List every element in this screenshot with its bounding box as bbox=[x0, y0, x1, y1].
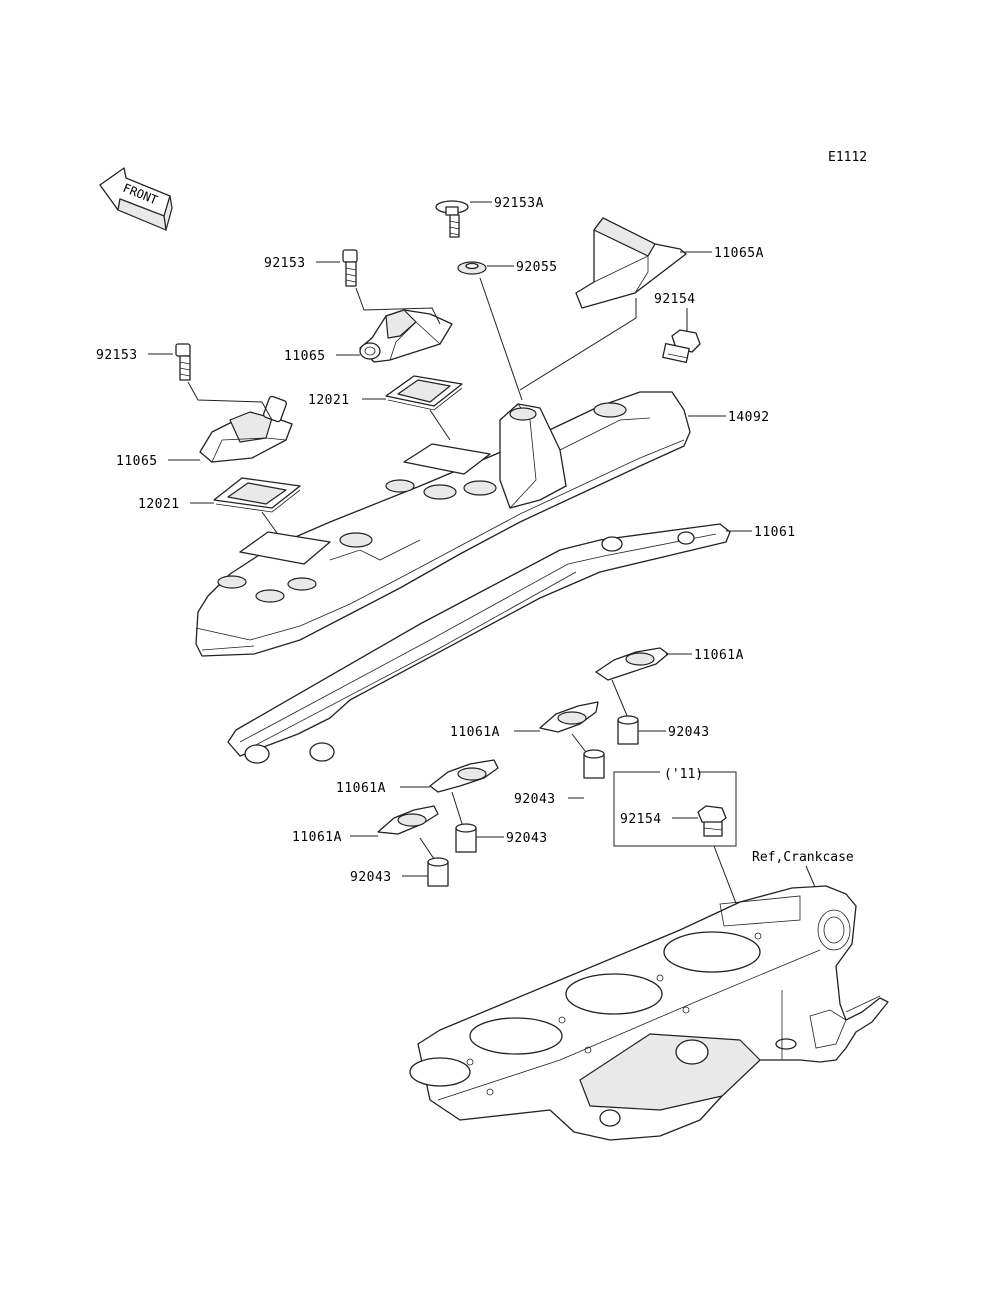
washer-92055 bbox=[457, 261, 487, 275]
label-11061A-2: 11061A bbox=[450, 725, 500, 740]
year-note: ('11) bbox=[664, 767, 703, 782]
label-92043-1: 92043 bbox=[668, 725, 710, 740]
label-92043-3: 92043 bbox=[506, 831, 548, 846]
gasket-11061A-4 bbox=[377, 805, 439, 835]
year-bracket-box: ('11) bbox=[613, 767, 737, 847]
bolt-92153-lower bbox=[175, 343, 191, 381]
gasket-12021-lower bbox=[213, 477, 301, 513]
bolt-92153A bbox=[435, 200, 469, 238]
cover-11065-lower bbox=[199, 395, 293, 463]
plug-92154-box bbox=[697, 805, 727, 837]
gasket-11061A-1 bbox=[595, 647, 669, 681]
crankcase-reference bbox=[409, 885, 889, 1141]
gasket-11061A-3 bbox=[429, 759, 499, 793]
label-92153-lower: 92153 bbox=[96, 348, 138, 363]
plug-92154-top bbox=[662, 329, 701, 363]
label-92043-2: 92043 bbox=[514, 792, 556, 807]
label-92154-box: 92154 bbox=[620, 812, 662, 827]
label-11061A-3: 11061A bbox=[336, 781, 386, 796]
dowel-92043-4 bbox=[427, 857, 449, 887]
front-arrow-icon: FRONT bbox=[99, 167, 173, 231]
dowel-92043-3 bbox=[455, 823, 477, 853]
dowel-92043-1 bbox=[617, 715, 639, 745]
label-92055: 92055 bbox=[516, 260, 558, 275]
gasket-12021-upper bbox=[385, 375, 463, 411]
bolt-92153-upper bbox=[342, 249, 358, 287]
gasket-11061 bbox=[227, 523, 731, 764]
cover-11065-upper bbox=[359, 309, 453, 363]
label-11065-upper: 11065 bbox=[284, 349, 326, 364]
cylinder-head-cover-14092 bbox=[195, 391, 691, 657]
diagram-code: E1112 bbox=[828, 150, 867, 165]
label-11061A-4: 11061A bbox=[292, 830, 342, 845]
label-11061: 11061 bbox=[754, 525, 796, 540]
label-92153A: 92153A bbox=[494, 196, 544, 211]
label-11065A: 11065A bbox=[714, 246, 764, 261]
label-92043-4: 92043 bbox=[350, 870, 392, 885]
gasket-11061A-2 bbox=[539, 701, 599, 733]
cover-11065A bbox=[575, 217, 687, 309]
ref-crankcase-note: Ref,Crankcase bbox=[752, 850, 854, 865]
label-11061A-1: 11061A bbox=[694, 648, 744, 663]
label-14092: 14092 bbox=[728, 410, 770, 425]
label-12021-upper: 12021 bbox=[308, 393, 350, 408]
label-92153-upper: 92153 bbox=[264, 256, 306, 271]
dowel-92043-2 bbox=[583, 749, 605, 779]
label-92154-top: 92154 bbox=[654, 292, 696, 307]
label-11065-lower: 11065 bbox=[116, 454, 158, 469]
label-12021-lower: 12021 bbox=[138, 497, 180, 512]
